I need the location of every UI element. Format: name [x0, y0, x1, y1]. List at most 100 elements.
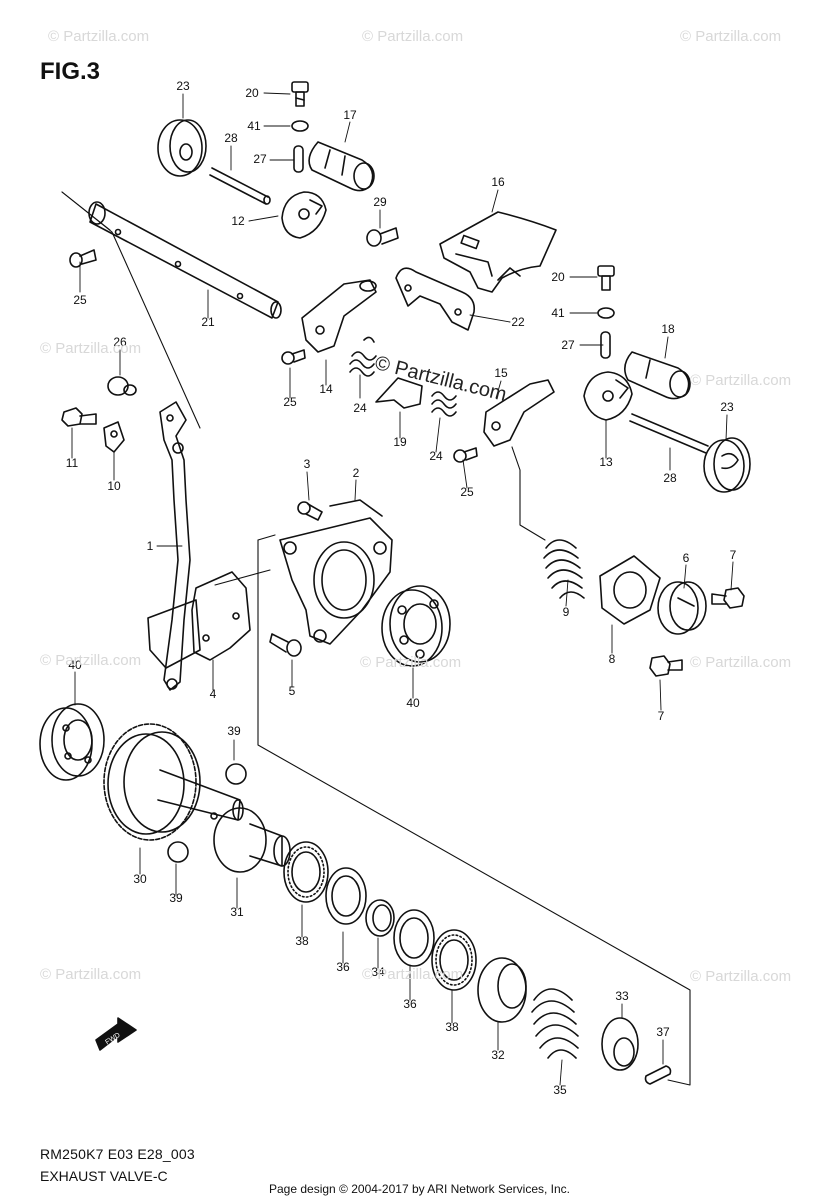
callout: 15 — [494, 366, 508, 380]
callout: 28 — [663, 471, 677, 485]
part-19-clip — [375, 377, 423, 409]
part-18-sleeve — [624, 351, 691, 400]
part-27-pin — [293, 145, 304, 173]
part-41-washer-b — [597, 307, 615, 319]
part-21-shaft — [88, 201, 282, 319]
part-35-spring — [531, 988, 579, 1059]
callout: 9 — [563, 605, 570, 619]
part-41-washer — [291, 120, 309, 132]
part-3-screw — [297, 501, 323, 521]
callout: 23 — [176, 79, 190, 93]
part-27-pin-b — [600, 331, 611, 359]
callout: 38 — [445, 1020, 459, 1034]
part-32-cup — [477, 957, 527, 1023]
callout: 19 — [393, 435, 407, 449]
part-24-spring-b — [431, 391, 457, 417]
part-10-plate — [103, 421, 125, 453]
callout: 6 — [683, 551, 690, 565]
fwd-arrow-icon: FWD — [95, 1017, 137, 1051]
callout: 25 — [460, 485, 474, 499]
callout: 39 — [227, 724, 241, 738]
callout: 27 — [561, 338, 575, 352]
callout: 7 — [730, 548, 737, 562]
callout: 33 — [615, 989, 629, 1003]
callout: 39 — [169, 891, 183, 905]
part-25-screw-b — [281, 349, 306, 365]
part-13-cam — [583, 371, 633, 421]
callout: 34 — [371, 965, 385, 979]
part-34-ring — [365, 899, 395, 937]
callout: 20 — [245, 86, 259, 100]
part-11-bolt — [61, 407, 97, 427]
part-24-spring-a — [349, 336, 377, 377]
part-2-housing — [279, 499, 393, 645]
callout: 30 — [133, 872, 147, 886]
part-6-cap — [657, 581, 707, 635]
callout: 4 — [210, 687, 217, 701]
callout: 25 — [73, 293, 87, 307]
callout: 24 — [429, 449, 443, 463]
callout: 40 — [406, 696, 420, 710]
callout: 18 — [661, 322, 675, 336]
figure-title: FIG.3 — [40, 58, 101, 85]
part-16-cover — [439, 211, 557, 293]
part-9-spring — [543, 539, 585, 599]
callout: 8 — [609, 652, 616, 666]
copyright-notice: Page design © 2004-2017 by ARI Network S… — [269, 1182, 571, 1196]
callout: 11 — [66, 456, 79, 470]
part-31-bushing — [213, 807, 291, 873]
part-26-bushing — [107, 376, 137, 396]
callout: 36 — [336, 960, 350, 974]
callout: 41 — [247, 119, 261, 133]
part-40-bearing-b — [39, 703, 105, 781]
callout: 7 — [658, 709, 665, 723]
callout: 40 — [68, 658, 82, 672]
part-20-bolt — [291, 81, 309, 107]
part-14-lever — [301, 279, 377, 353]
part-33-retainer — [601, 1017, 639, 1071]
figure-name: EXHAUST VALVE-C — [40, 1168, 168, 1184]
part-20-bolt-b — [597, 265, 615, 291]
callout: 38 — [295, 934, 309, 948]
part-37-pin — [644, 1065, 672, 1085]
callout: 36 — [403, 997, 417, 1011]
part-30-gear — [103, 723, 244, 841]
part-28-rod-b — [629, 413, 709, 454]
part-23-disc-b — [703, 437, 751, 493]
callout: 3 — [304, 457, 311, 471]
part-7-bolt-b — [649, 655, 683, 677]
part-23-disc — [157, 119, 207, 177]
part-8-gasket — [599, 555, 661, 625]
part-25-screw-a — [69, 249, 97, 268]
part-29-screw — [366, 227, 399, 247]
part-39-ball-a — [225, 763, 247, 785]
callout: 5 — [289, 684, 296, 698]
part-38-needle-bearing-a — [283, 841, 329, 903]
callout: 37 — [656, 1025, 670, 1039]
callout: 20 — [551, 270, 565, 284]
callout: 17 — [343, 108, 357, 122]
callout: 31 — [230, 905, 244, 919]
part-7-bolt-a — [711, 587, 745, 609]
part-36-washer-b — [393, 909, 435, 967]
figure-code: RM250K7 E03 E28_003 — [40, 1146, 195, 1162]
callout: 32 — [491, 1048, 505, 1062]
callout: 12 — [231, 214, 245, 228]
callout: 35 — [553, 1083, 567, 1097]
callout: 16 — [491, 175, 505, 189]
part-28-rod — [209, 167, 271, 205]
part-15-lever — [483, 379, 555, 447]
leader-lines — [71, 92, 734, 1086]
callout: 10 — [107, 479, 121, 493]
callout: 23 — [720, 400, 734, 414]
callout: 1 — [147, 539, 154, 553]
callout: 2 — [353, 466, 360, 480]
part-1-linkage — [159, 401, 191, 691]
callout: 13 — [599, 455, 613, 469]
callout: 28 — [224, 131, 238, 145]
part-40-bearing-a — [381, 585, 451, 667]
callout-labels: 23 20 41 17 28 27 12 29 16 25 21 20 41 2… — [66, 79, 737, 1097]
callout: 21 — [201, 315, 215, 329]
callout: 29 — [373, 195, 387, 209]
part-5-bolt — [269, 633, 302, 657]
